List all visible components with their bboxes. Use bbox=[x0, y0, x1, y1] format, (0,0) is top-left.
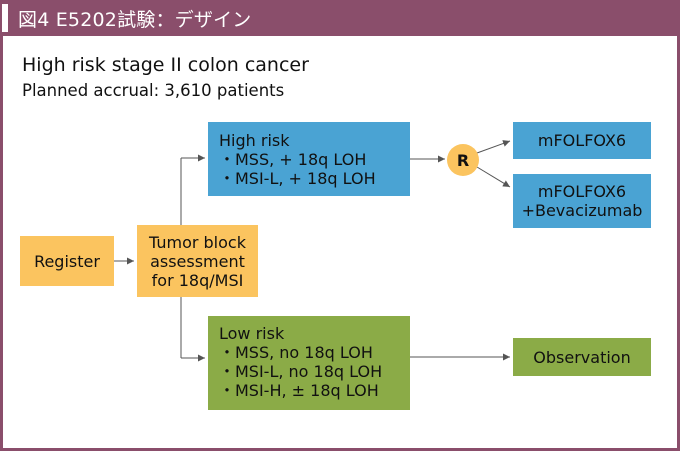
low-risk-box: Low risk ・MSS, no 18q LOH ・MSI-L, no 18q… bbox=[208, 316, 410, 410]
register-box: Register bbox=[20, 236, 114, 286]
assessment-line-1: Tumor block bbox=[149, 232, 246, 252]
assessment-line-2: assessment bbox=[150, 251, 245, 271]
arm2-line-1: mFOLFOX6 bbox=[537, 182, 627, 201]
study-heading: High risk stage II colon cancer bbox=[22, 54, 309, 76]
arrow-r-to-arm1 bbox=[476, 140, 511, 154]
arm2-line-2: +Bevacizumab bbox=[521, 201, 643, 220]
low-risk-criterion: ・MSI-L, no 18q LOH bbox=[219, 362, 383, 381]
assessment-line-3: for 18q/MSI bbox=[151, 270, 244, 290]
high-risk-title: High risk bbox=[219, 131, 290, 150]
randomization-label: R bbox=[456, 150, 470, 170]
high-risk-criterion: ・MSI-L, + 18q LOH bbox=[219, 169, 376, 188]
observation-label: Observation bbox=[533, 347, 631, 367]
arm1-box: mFOLFOX6 bbox=[513, 122, 651, 159]
randomization-node: R bbox=[447, 144, 479, 176]
figure-title: 図4 E5202試験：デザイン bbox=[18, 9, 252, 31]
assessment-box: Tumor block assessment for 18q/MSI bbox=[137, 225, 258, 297]
arrow-r-to-arm2 bbox=[476, 166, 511, 188]
arm2-box: mFOLFOX6 +Bevacizumab bbox=[513, 174, 651, 228]
register-label: Register bbox=[34, 251, 100, 271]
arm1-label: mFOLFOX6 bbox=[537, 131, 627, 150]
title-accent bbox=[2, 4, 8, 32]
low-risk-title: Low risk bbox=[219, 324, 285, 343]
high-risk-criterion: ・MSS, + 18q LOH bbox=[219, 150, 367, 169]
high-risk-box: High risk ・MSS, + 18q LOH ・MSI-L, + 18q … bbox=[208, 122, 410, 196]
title-bar: 図4 E5202試験：デザイン bbox=[0, 0, 680, 36]
observation-box: Observation bbox=[513, 338, 651, 376]
accrual-subheading: Planned accrual: 3,610 patients bbox=[22, 81, 285, 100]
low-risk-criterion: ・MSI-H, ± 18q LOH bbox=[219, 381, 379, 400]
low-risk-criterion: ・MSS, no 18q LOH bbox=[219, 343, 373, 362]
